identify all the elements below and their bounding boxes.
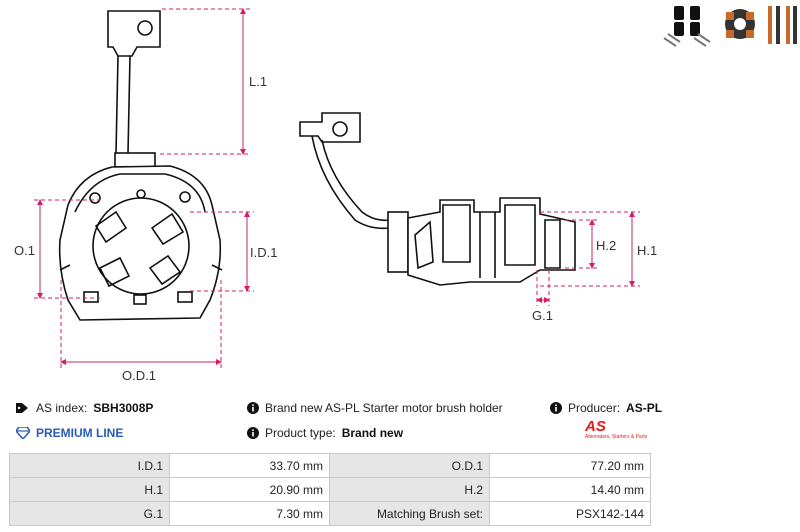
spec-value: 7.30 mm	[169, 501, 330, 526]
dim-label-h2: H.2	[596, 238, 616, 253]
as-index-row: AS index: SBH3008P	[16, 401, 153, 415]
table-row: G.1 7.30 mm Matching Brush set: PSX142-1…	[9, 501, 651, 526]
spec-label: G.1	[9, 501, 170, 526]
front-view	[58, 10, 223, 321]
dim-label-g1: G.1	[532, 308, 553, 323]
side-view	[299, 112, 576, 286]
dim-label-id1: I.D.1	[250, 245, 277, 260]
premium-line-label: PREMIUM LINE	[36, 426, 124, 440]
spec-label: H.1	[9, 477, 170, 502]
spec-label: H.2	[329, 477, 490, 502]
as-pl-logo: AS Alternators, Starters & Parts	[585, 418, 655, 446]
producer-label: Producer:	[568, 401, 621, 415]
dim-label-o1: O.1	[14, 243, 35, 258]
spec-label: O.D.1	[329, 453, 490, 478]
spec-value: 77.20 mm	[489, 453, 651, 478]
spec-label: I.D.1	[9, 453, 170, 478]
info-icon	[247, 427, 259, 439]
dim-label-h1: H.1	[637, 243, 657, 258]
parts-thumbnail[interactable]	[660, 0, 800, 52]
specs-table: I.D.1 33.70 mm O.D.1 77.20 mm H.1 20.90 …	[9, 453, 651, 526]
technical-drawing: L.1 O.1 I.D.1 O.D.1 H.2 H.1 G.1	[14, 0, 800, 383]
diamond-icon	[16, 427, 30, 439]
premium-line-row: PREMIUM LINE	[16, 426, 123, 440]
info-icon	[550, 402, 562, 414]
producer-value: AS-PL	[626, 401, 663, 415]
dim-label-l1: L.1	[249, 74, 267, 89]
info-icon	[247, 402, 259, 414]
table-row: H.1 20.90 mm H.2 14.40 mm	[9, 477, 651, 502]
product-description: Brand new AS-PL Starter motor brush hold…	[265, 401, 503, 415]
dim-label-od1: O.D.1	[122, 368, 156, 383]
spec-value[interactable]: PSX142-144	[489, 501, 651, 526]
as-index-value: SBH3008P	[93, 401, 154, 415]
product-type-row: Product type: Brand new	[247, 426, 403, 440]
logo-subtext: Alternators, Starters & Parts	[585, 434, 648, 440]
side-dimensions	[536, 211, 640, 306]
spec-value: 33.70 mm	[169, 453, 330, 478]
tag-icon	[16, 402, 30, 414]
table-row: I.D.1 33.70 mm O.D.1 77.20 mm	[9, 453, 651, 478]
spec-label: Matching Brush set:	[329, 501, 490, 526]
description-row: Brand new AS-PL Starter motor brush hold…	[247, 401, 503, 415]
logo-text: AS	[585, 418, 606, 435]
spec-value: 20.90 mm	[169, 477, 330, 502]
spec-value: 14.40 mm	[489, 477, 651, 502]
front-dimensions	[34, 7, 254, 368]
product-type-value: Brand new	[341, 426, 404, 440]
product-type-label: Product type:	[265, 426, 336, 440]
producer-row: Producer: AS-PL	[550, 401, 662, 415]
as-index-label: AS index:	[36, 401, 88, 415]
